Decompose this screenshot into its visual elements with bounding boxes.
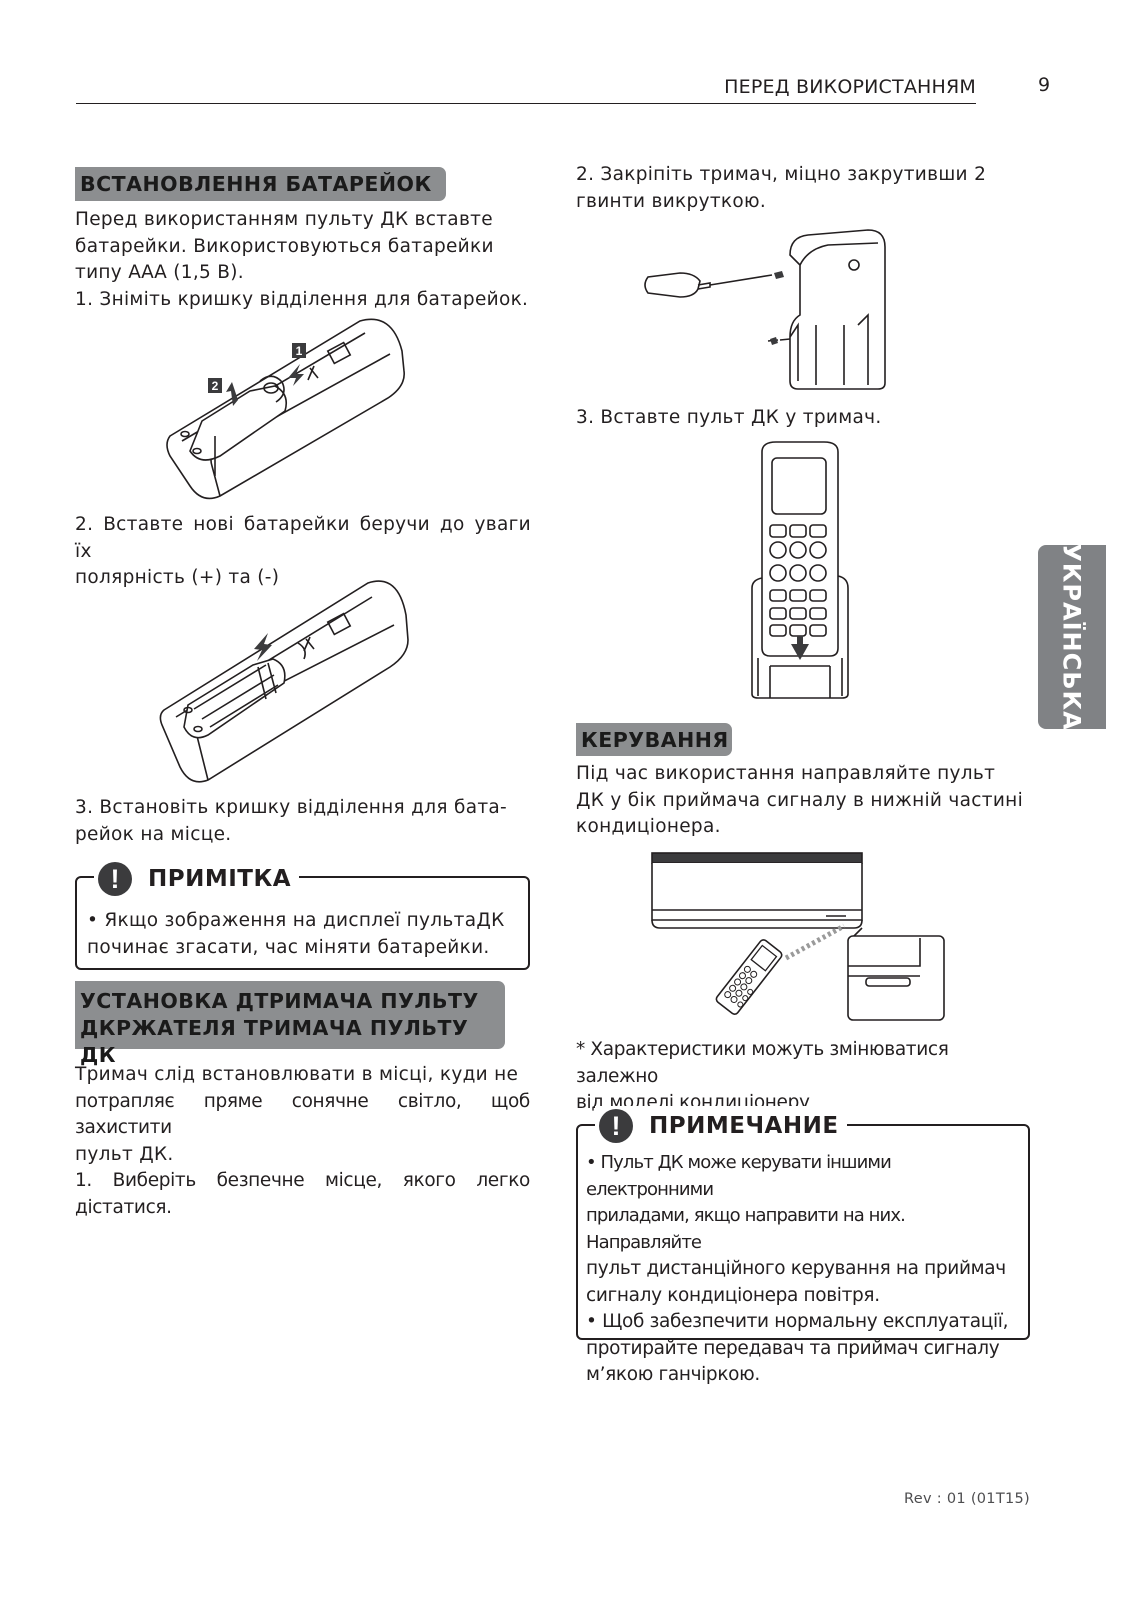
note-1-line: • Якщо зображення на дисплеї пультаДК [87,910,505,931]
holder-step-2: 2. Закріпіть тримач, міцно закрутивши 2 … [576,162,1031,215]
battery-step-3-line: рейок на місце. [75,823,232,845]
battery-intro-line: батарейки. Використовуються батарейки [75,235,494,257]
battery-step-2-line: полярність (+) та (-) [75,567,280,588]
battery-step-2-line: 2. Вставте нові батарейки беручи до уваг… [75,514,531,562]
page-number: 9 [1038,74,1051,96]
holder-text-line: потрапляє пряме сонячне світло, щоб захи… [75,1090,530,1139]
holder-screw-illustration [644,229,886,390]
battery-heading: ВСТАНОВЛЕННЯ БАТАРЕЙОК [75,167,446,201]
holder-text: Тримач слід встановлювати в місці, куди … [75,1062,530,1221]
battery-step-2: 2. Вставте нові батарейки беручи до уваг… [75,512,531,592]
note-box-remote: • Пульт ДК може керувати іншими електрон… [576,1124,1030,1385]
control-text-line: ДК у бік приймача сигналу в нижній части… [576,789,1024,811]
holder-step-2-line: гвинти викруткою. [576,190,767,212]
holder-text-line: пульт ДК. [75,1143,174,1165]
header-title: ПЕРЕД ВИКОРИСТАННЯМ [724,76,976,98]
holder-step-1: 1. Виберіть безпечне місце, якого легко … [75,1170,530,1218]
control-text-line: Під час використання направляйте пульт [576,763,996,784]
note-2-line: протирайте передавач та приймач сигналу [586,1337,1000,1359]
holder-heading-line: ДКРЖАТЕЛЯ ТРИМАЧА ПУЛЬТУ ДК [80,1016,469,1067]
note-2-header: ! ПРИМЕЧАНИЕ [595,1106,847,1146]
control-heading: КЕРУВАННЯ [576,723,732,756]
remove-cover-illustration: 1 2 [166,318,405,500]
note-2-line: м’якою ганчіркою. [586,1364,760,1385]
note-2-text: • Пульт ДК може керувати іншими електрон… [586,1150,1022,1389]
language-tab: УКРАЇНСЬКА [1038,543,1106,731]
note-2-line: приладами, якщо направити на них. Направ… [586,1205,906,1253]
control-text: Під час використання направляйте пульт Д… [576,761,1031,841]
language-tab-label: УКРАЇНСЬКА [1058,543,1086,731]
holder-heading: УСТАНОВКА ДТРИМАЧА ПУЛЬТУ ДКРЖАТЕЛЯ ТРИМ… [75,981,505,1067]
revision-label: Rev : 01 (01T15) [904,1491,1030,1507]
step-marker-1-label: 1 [296,344,303,358]
holder-step-2-line: 2. Закріпіть тримач, міцно закрутивши 2 [576,164,987,185]
insert-batteries-illustration [159,580,409,783]
control-footnote-line: * Характеристики можуть змінюватися зале… [576,1039,949,1087]
note-2-line: сигналу кондиціонера повітря. [586,1284,880,1306]
battery-intro: Перед використанням пульту ДК вставте ба… [75,207,535,313]
holder-heading-line: УСТАНОВКА ДТРИМАЧА ПУЛЬТУ [80,989,479,1013]
battery-intro-line: типу ААА (1,5 В). [75,262,244,283]
header-rule [76,103,976,104]
note-2-line: • Пульт ДК може керувати іншими електрон… [586,1152,892,1200]
battery-intro-line: Перед використанням пульту ДК вставте [75,209,493,230]
battery-step-3-line: 3. Встановіть кришку відділення для бата… [75,797,508,818]
holder-text-line: Тримач слід встановлювати в місці, куди … [75,1064,519,1085]
aircon-remote-illustration [651,852,945,1021]
note-2-line: • Щоб забезпечити нормальну експлуатації… [586,1311,1009,1332]
note-1-text: • Якщо зображення на дисплеї пультаДК по… [87,908,522,961]
note-box-batteries: • Якщо зображення на дисплеї пультаДК по… [75,876,530,970]
control-text-line: кондиціонера. [576,816,721,837]
holder-step-3: 3. Вставте пульт ДК у тримач. [576,407,882,428]
note-2-line: пульт дистанційного керування на приймач [586,1258,1006,1279]
exclamation-icon: ! [98,862,132,896]
step-marker-1 [292,343,306,358]
battery-step-3: 3. Встановіть кришку відділення для бата… [75,795,531,848]
note-1-title: ПРИМІТКА [148,866,292,892]
step-marker-2-label: 2 [212,379,219,393]
remote-in-holder-illustration [751,441,849,699]
exclamation-icon: ! [599,1109,633,1143]
control-footnote: * Характеристики можуть змінюватися зале… [576,1037,1036,1117]
note-1-header: ! ПРИМІТКА [94,859,300,899]
battery-step-1: 1. Зніміть кришку відділення для батарей… [75,288,529,310]
note-2-title: ПРИМЕЧАНИЕ [649,1113,839,1139]
step-marker-2 [208,378,222,393]
note-1-line: починає згасати, час міняти батарейки. [87,936,490,958]
